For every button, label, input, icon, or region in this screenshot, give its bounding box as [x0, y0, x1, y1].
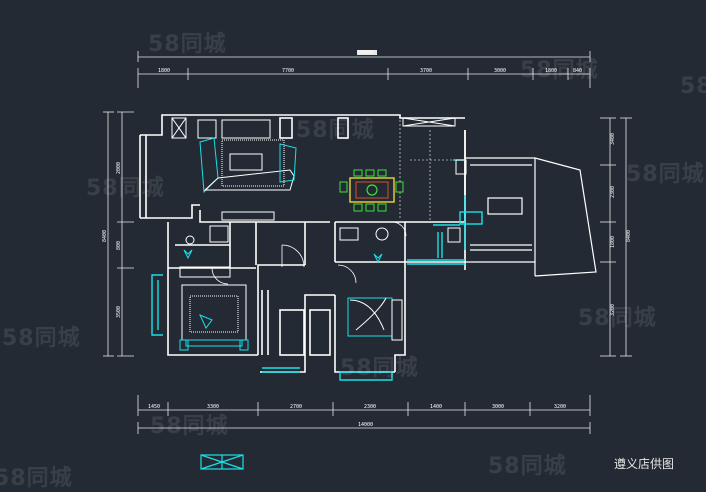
dashed-guides	[399, 120, 460, 222]
top-dimension-labels: 00000 1800 7700 3700 3000 1800 840	[158, 50, 582, 74]
dim-top-total: 00000	[358, 50, 373, 56]
master-bedroom-bed	[179, 266, 249, 351]
dim-right-total: 8400	[626, 230, 632, 242]
dim-left-total: 8400	[102, 230, 108, 242]
dim-top-3: 3700	[420, 68, 432, 74]
dim-top-4: 3000	[494, 68, 506, 74]
left-dimension-lines	[103, 111, 134, 357]
right-dimension-lines	[600, 117, 632, 357]
second-bedroom-bed	[347, 297, 403, 341]
dim-right-4: 3200	[610, 304, 616, 316]
dim-right-2: 2300	[610, 186, 616, 198]
dim-bottom-total: 14000	[358, 422, 373, 428]
dim-bottom-4: 2300	[364, 404, 376, 410]
tv-cabinet	[221, 211, 275, 221]
dim-bottom-2: 3300	[207, 404, 219, 410]
left-dimension-labels: 8400 2000 800 3500	[102, 162, 122, 318]
dim-bottom-3: 2700	[290, 404, 302, 410]
doors	[211, 221, 407, 285]
plants	[183, 249, 383, 264]
image-credit: 遵义店供图	[614, 457, 675, 471]
dim-bottom-5: 1400	[430, 404, 442, 410]
fixtures	[185, 159, 467, 245]
sofa-set	[171, 117, 297, 194]
dim-top-5: 1800	[545, 68, 557, 74]
bottom-dimension-labels: 1450 3300 2700 2300 1400 3000 3200 14000	[148, 404, 566, 428]
top-dimension-lines	[137, 51, 591, 88]
dim-right-1: 3400	[610, 133, 616, 145]
windows	[151, 159, 483, 381]
dim-left-3: 3500	[116, 306, 122, 318]
dim-bottom-7: 3200	[554, 404, 566, 410]
legend-box	[200, 454, 244, 470]
balcony	[464, 157, 597, 277]
dining-table	[339, 169, 404, 212]
bottom-dimension-lines	[137, 395, 591, 434]
dim-bottom-6: 3000	[492, 404, 504, 410]
hall-cabinet	[402, 117, 456, 127]
dim-left-1: 2000	[116, 162, 122, 174]
dim-top-1: 1800	[158, 68, 170, 74]
dim-bottom-1: 1450	[148, 404, 160, 410]
dim-left-2: 800	[116, 241, 122, 250]
dim-top-2: 7700	[282, 68, 294, 74]
dim-right-3: 1800	[610, 236, 616, 248]
dim-top-6: 840	[573, 68, 582, 74]
right-dimension-labels: 3400 2300 1800 3200 8400	[610, 133, 632, 316]
